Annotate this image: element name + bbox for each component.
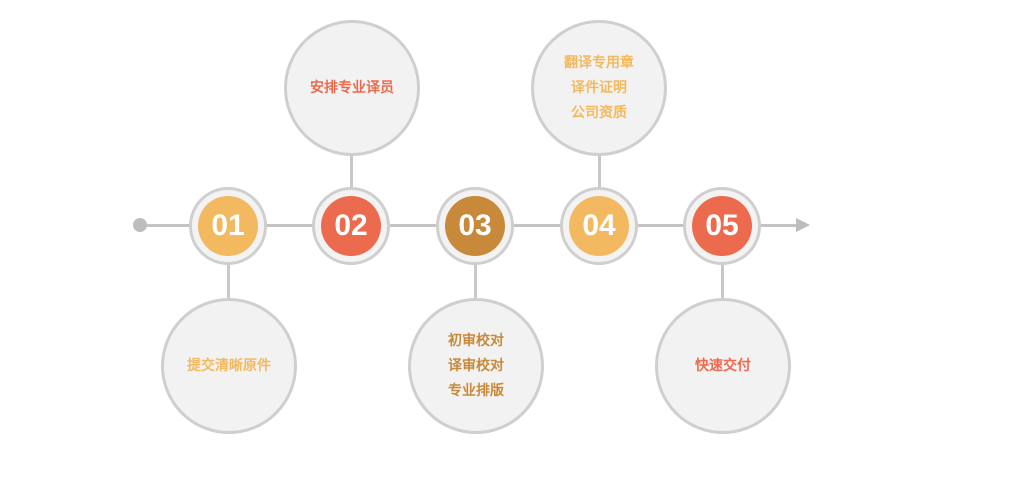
connector-3 (474, 264, 477, 300)
bubble-text-line: 初审校对 (448, 332, 504, 349)
step-number-1: 01 (198, 196, 258, 256)
bubble-3: 初审校对译审校对专业排版 (408, 298, 544, 434)
bubble-text-line: 专业排版 (448, 382, 504, 399)
step-number-3: 03 (445, 196, 505, 256)
bubble-5: 快速交付 (655, 298, 791, 434)
step-number-4: 04 (569, 196, 629, 256)
connector-1 (227, 264, 230, 302)
step-number-5: 05 (692, 196, 752, 256)
step-node-1: 01 (189, 187, 267, 265)
bubble-text-line: 公司资质 (571, 104, 627, 121)
timeline-arrow-icon (796, 218, 810, 232)
bubble-text-line: 译件证明 (571, 79, 627, 96)
step-node-4: 04 (560, 187, 638, 265)
bubble-4: 翻译专用章译件证明公司资质 (531, 20, 667, 156)
step-node-3: 03 (436, 187, 514, 265)
bubble-text-line: 快速交付 (695, 357, 751, 374)
bubble-text-line: 翻译专用章 (564, 54, 634, 71)
bubble-1: 提交清晰原件 (161, 298, 297, 434)
step-node-2: 02 (312, 187, 390, 265)
bubble-text-line: 译审校对 (448, 357, 504, 374)
timeline-start-dot (133, 218, 147, 232)
connector-4 (598, 152, 601, 188)
bubble-text-line: 提交清晰原件 (187, 357, 271, 374)
step-node-5: 05 (683, 187, 761, 265)
bubble-text-line: 安排专业译员 (310, 79, 394, 96)
bubble-2: 安排专业译员 (284, 20, 420, 156)
step-number-2: 02 (321, 196, 381, 256)
connector-2 (350, 152, 353, 188)
connector-5 (721, 264, 724, 300)
